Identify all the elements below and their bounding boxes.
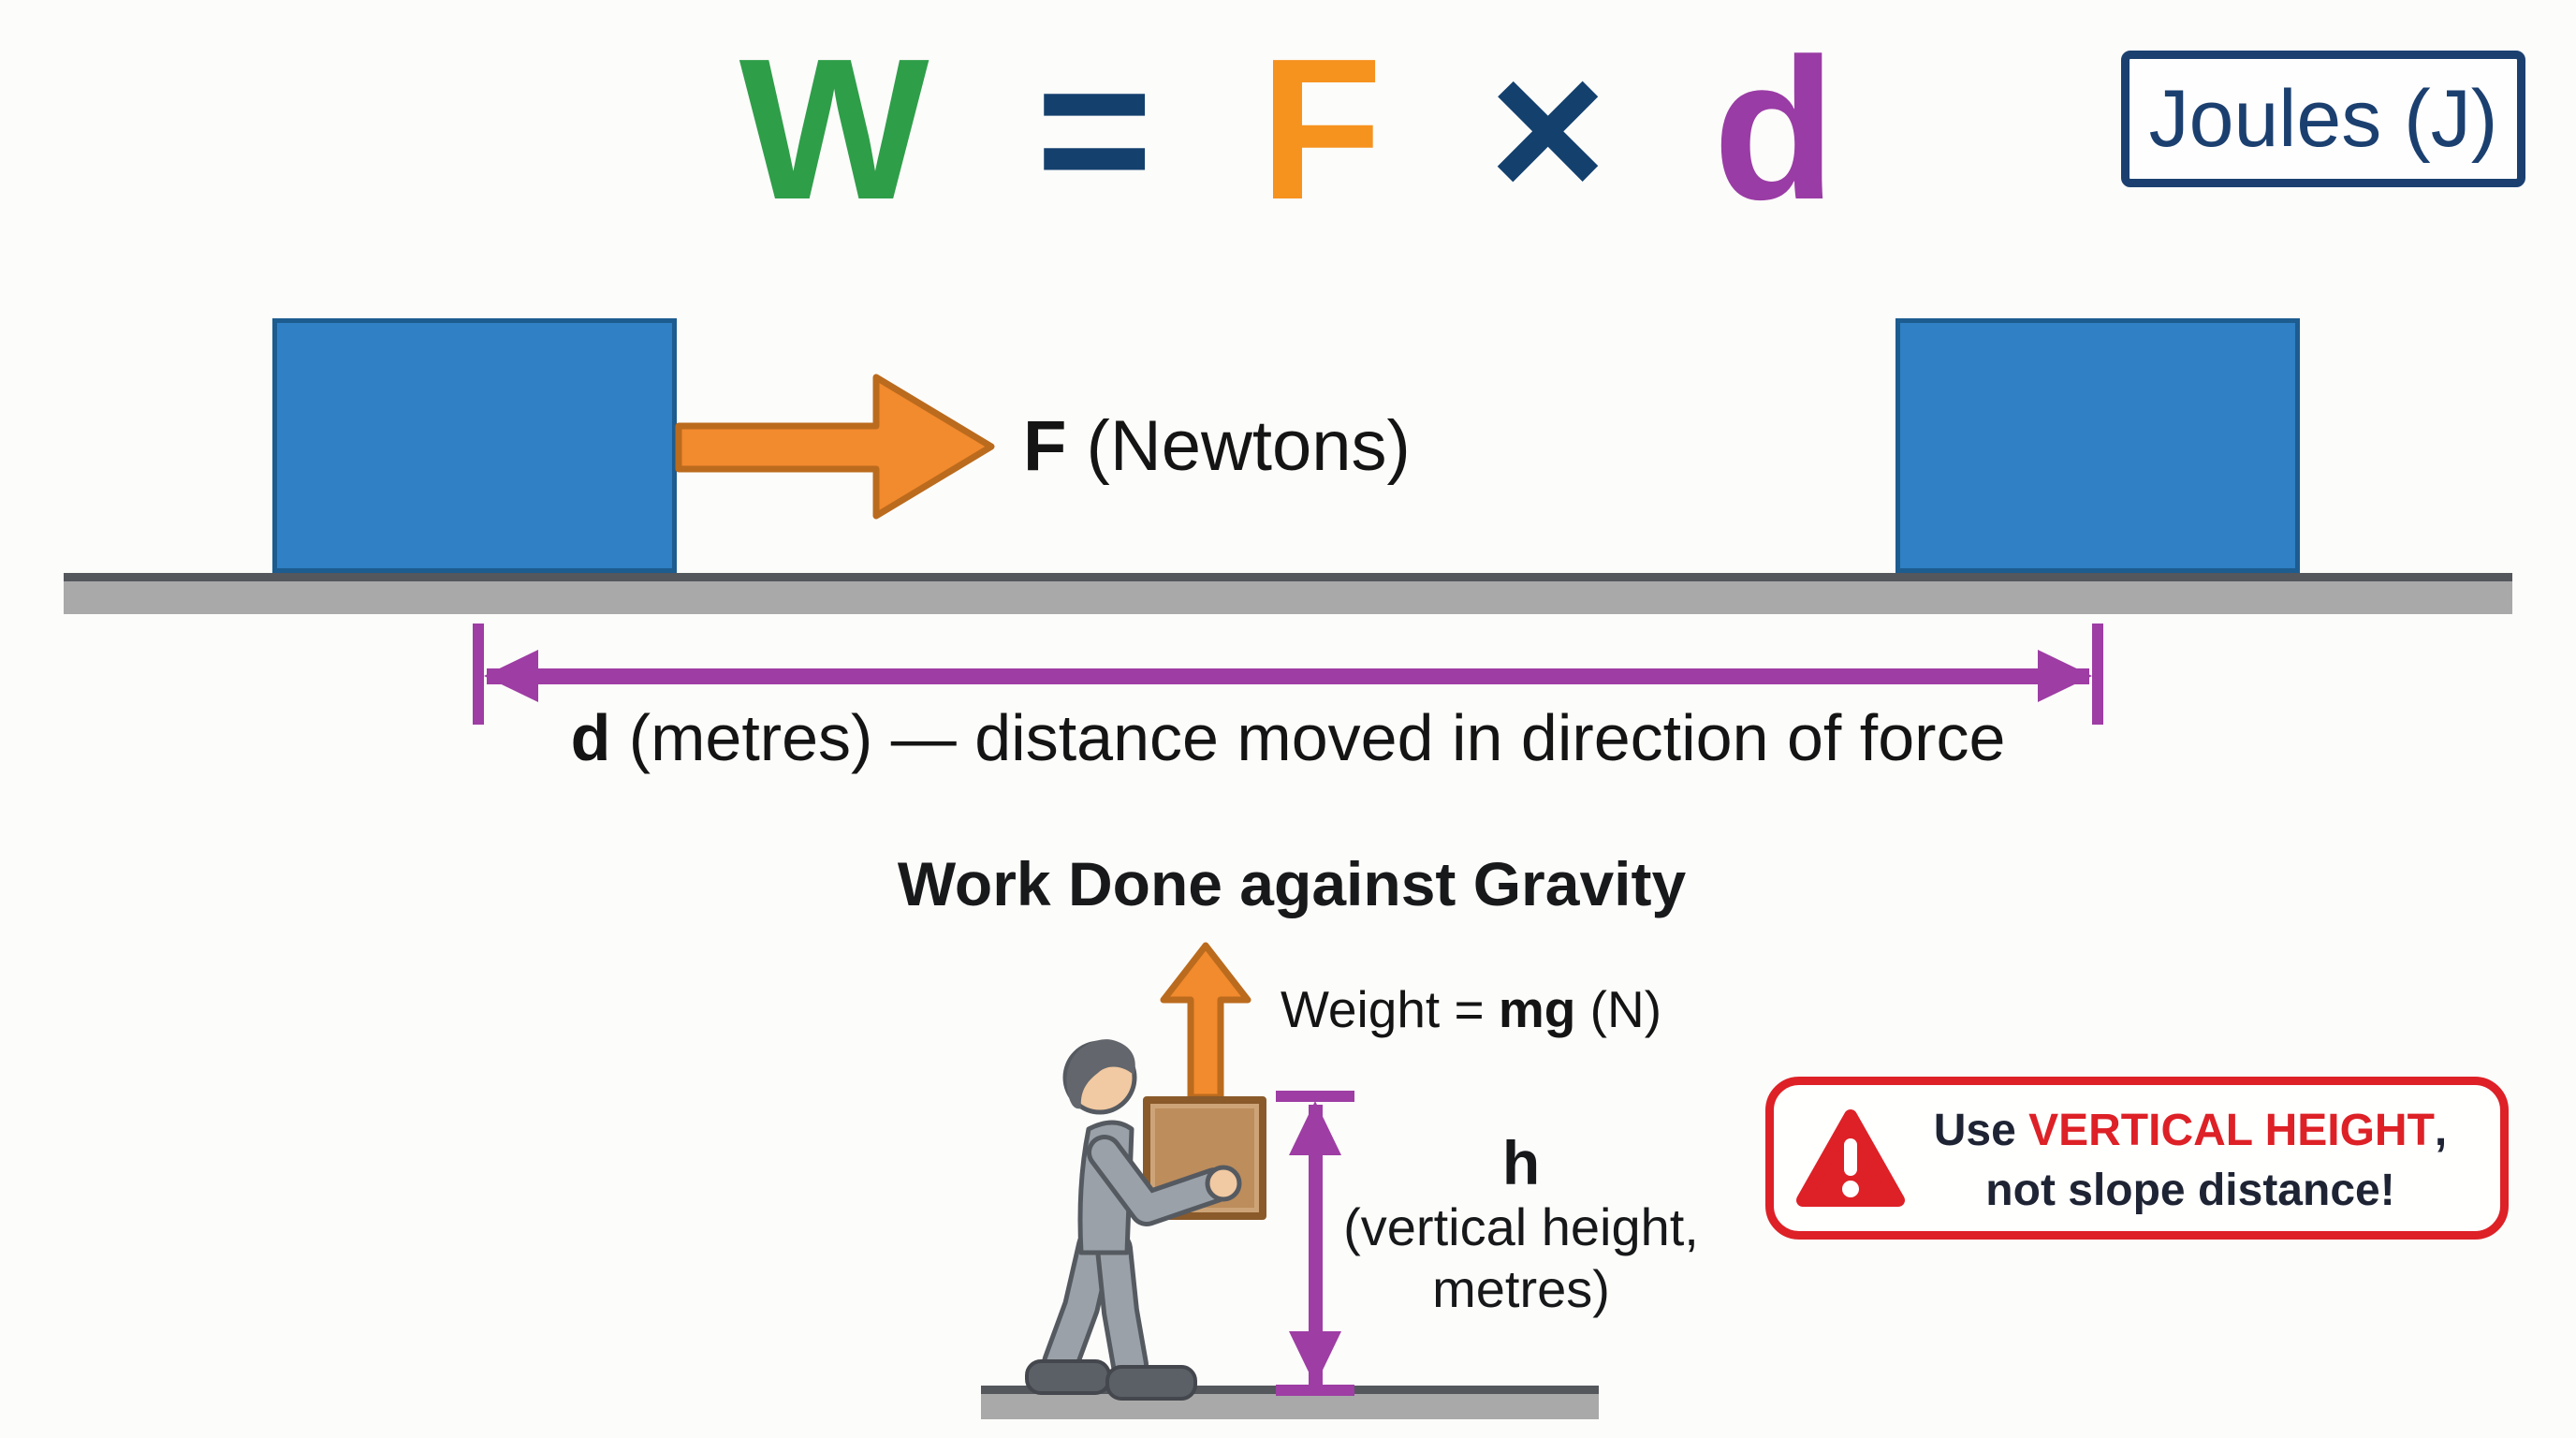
distance-label: d (metres) — distance moved in direction…	[374, 700, 2202, 775]
force-unit: (Newtons)	[1066, 406, 1411, 486]
block-start-position	[272, 318, 677, 573]
warning-line2: not slope distance!	[1985, 1166, 2395, 1215]
distance-arrow-right-head	[2038, 650, 2092, 702]
height-label: h (vertical height, metres)	[1310, 1129, 1732, 1320]
height-symbol: h	[1501, 1128, 1541, 1197]
formula-title: W = F × d	[0, 28, 2576, 229]
height-arrow-down-head	[1289, 1331, 1341, 1386]
weight-label: Weight = mg (N)	[1281, 979, 1661, 1039]
distance-text: (metres) — distance moved in direction o…	[610, 701, 2006, 774]
force-symbol: F	[1023, 406, 1067, 486]
gravity-section-title: Work Done against Gravity	[897, 849, 1687, 918]
distance-arrow-left-tick	[473, 624, 484, 725]
weight-unit: (N)	[1575, 980, 1662, 1038]
ground	[64, 573, 2512, 614]
height-arrow-top-tick	[1276, 1091, 1354, 1102]
formula-work-symbol: W	[739, 16, 930, 242]
weight-symbol: mg	[1498, 980, 1576, 1038]
unit-box: Joules (J)	[2121, 51, 2525, 187]
block-end-position	[1895, 318, 2300, 573]
height-arrow-bottom-tick	[1276, 1385, 1354, 1396]
force-label: F (Newtons)	[1023, 409, 1411, 484]
warning-highlight: VERTICAL HEIGHT	[2028, 1106, 2435, 1155]
formula-multiply-sign: ×	[1488, 16, 1608, 242]
warning-text: Use VERTICAL HEIGHT, not slope distance!	[1893, 1101, 2488, 1221]
distance-symbol: d	[570, 701, 611, 774]
formula-distance-symbol: d	[1713, 16, 1837, 242]
distance-arrow-shaft	[487, 668, 2089, 684]
height-arrow-up-head	[1289, 1101, 1341, 1155]
height-label-line2: (vertical height,	[1343, 1197, 1699, 1256]
height-arrow-shaft	[1309, 1105, 1323, 1386]
formula-equals-sign: =	[1035, 16, 1154, 242]
warning-line1: Use VERTICAL HEIGHT,	[1933, 1106, 2448, 1155]
warning-callout	[1765, 1077, 2509, 1240]
person-figure	[1025, 1039, 1242, 1401]
distance-arrow-right-tick	[2092, 624, 2103, 725]
formula-force-symbol: F	[1259, 16, 1383, 242]
distance-arrow-left-head	[484, 650, 538, 702]
force-arrow-icon	[675, 374, 995, 520]
height-label-line3: metres)	[1432, 1259, 1610, 1318]
warning-triangle-icon	[1796, 1109, 1905, 1207]
weight-text: Weight =	[1281, 980, 1499, 1038]
unit-label: Joules (J)	[2148, 73, 2498, 164]
